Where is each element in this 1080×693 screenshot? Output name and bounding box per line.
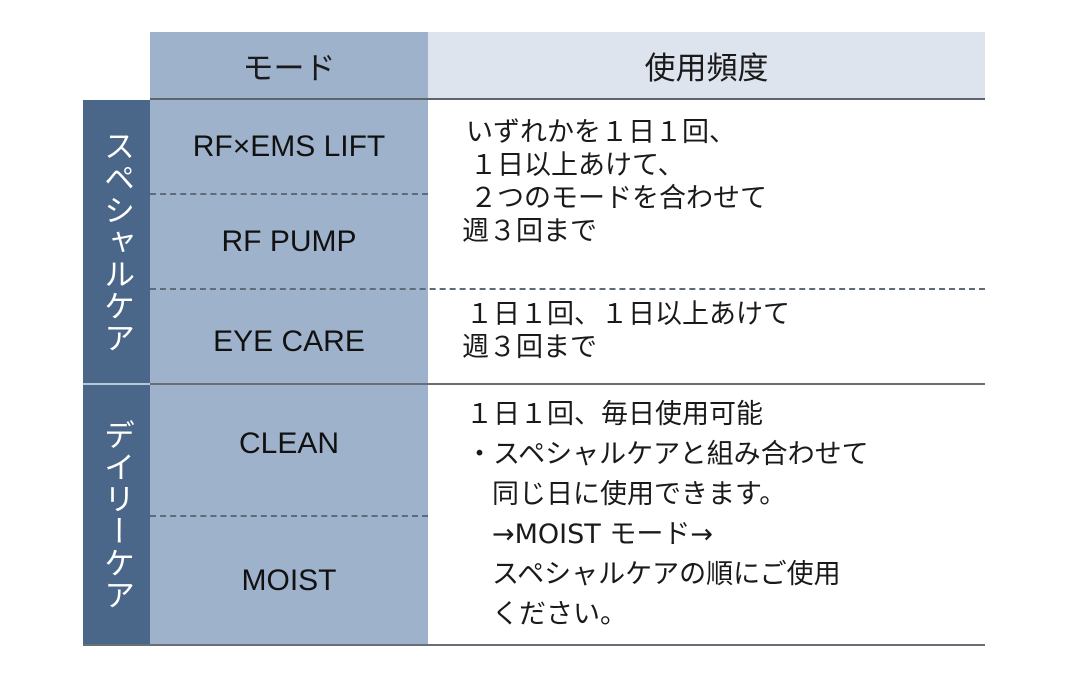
- frequency-cell-eye-care: １日１回、１日以上あけて 週３回まで: [428, 298, 985, 364]
- header-frequency-label: 使用頻度: [644, 51, 769, 87]
- mode-name: MOIST: [241, 563, 337, 597]
- group-daily-care-label: デイリーケア: [98, 418, 134, 611]
- frequency-line: 週３回まで: [462, 216, 597, 247]
- group-special-care: スペシャルケア: [83, 100, 150, 383]
- header-mode: モード: [150, 32, 428, 99]
- frequency-line: 同じ日に使用できます。: [492, 479, 787, 510]
- mode-name: EYE CARE: [213, 324, 365, 358]
- frequency-cell-lift-pump: いずれかを１日１回、 １日以上あけて、 ２つのモードを合わせて 週３回まで: [428, 116, 985, 248]
- frequency-line: ２つのモードを合わせて: [470, 183, 767, 214]
- frequency-line: →MOIST モード→: [492, 519, 713, 550]
- frequency-line: いずれかを１日１回、: [466, 117, 736, 148]
- frequency-cell-daily: １日１回、毎日使用可能 ・スペシャルケアと組み合わせて 同じ日に使用できます。 …: [428, 395, 985, 635]
- mode-name: CLEAN: [238, 427, 340, 460]
- group-daily-care: デイリーケア: [83, 385, 150, 644]
- frequency-line: １日以上あけて、: [470, 150, 685, 181]
- group-special-care-label: スペシャルケア: [98, 129, 134, 354]
- mode-cell-eye-care: EYE CARE: [150, 290, 428, 393]
- group-divider: [83, 383, 150, 385]
- mode-cell-rf-ems-lift: RF×EMS LIFT: [150, 100, 428, 193]
- row-divider-dashed: [150, 193, 428, 195]
- mode-name: RF×EMS LIFT: [192, 129, 386, 163]
- frequency-line: １日１回、毎日使用可能: [466, 399, 763, 430]
- row-divider-dashed: [150, 288, 985, 290]
- frequency-line: ・スペシャルケアと組み合わせて: [466, 439, 869, 470]
- table-bottom-border: [83, 644, 985, 646]
- row-divider-dashed: [150, 515, 428, 517]
- frequency-line: ください。: [492, 599, 627, 630]
- mode-cell-rf-pump: RF PUMP: [150, 195, 428, 288]
- mode-cell-moist: MOIST: [150, 517, 428, 644]
- mode-column: [150, 100, 428, 644]
- header-frequency: 使用頻度: [428, 32, 985, 99]
- frequency-line: １日１回、１日以上あけて: [466, 299, 790, 330]
- frequency-line: 週３回まで: [462, 332, 597, 363]
- mode-name: RF PUMP: [221, 224, 357, 258]
- mode-cell-clean: CLEAN: [150, 385, 428, 503]
- header-mode-label: モード: [242, 51, 336, 87]
- header-divider: [150, 98, 985, 100]
- frequency-line: スペシャルケアの順にご使用: [492, 559, 841, 590]
- row-divider-solid: [150, 383, 985, 385]
